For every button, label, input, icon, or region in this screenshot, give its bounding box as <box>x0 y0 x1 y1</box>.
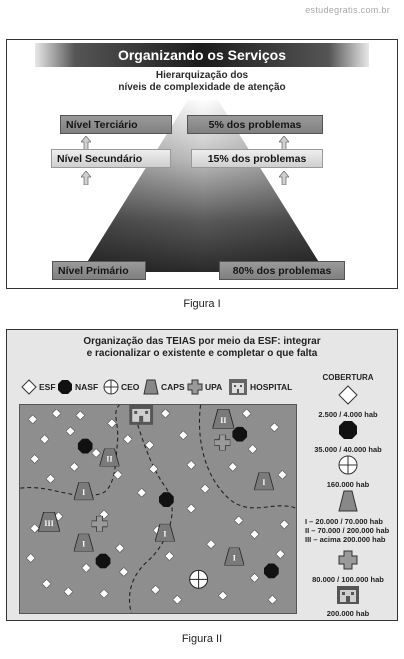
caps-level-text: I <box>82 540 85 549</box>
diamond-icon <box>338 385 358 405</box>
hospital-marker <box>129 405 154 425</box>
figure-1-panel: Organizando os Serviços Hierarquização d… <box>6 39 398 289</box>
coverage-ceo: 160.000 hab <box>303 455 393 489</box>
primary-share-label: 80% dos problemas <box>219 261 345 280</box>
arrow-up-icon <box>81 136 91 150</box>
caps-level-text: I <box>82 488 85 497</box>
hospital-building-icon <box>229 379 247 395</box>
tertiary-level-label: Nível Terciário <box>60 115 172 134</box>
figure-1-banner: Organizando os Serviços <box>35 43 369 67</box>
diamond-icon <box>21 379 37 395</box>
territory-map: II I III I I II I I <box>19 404 297 614</box>
trapezoid-icon <box>338 490 358 512</box>
figure-2-title-line1: Organização das TEIAS por meio da ESF: i… <box>83 336 321 347</box>
coverage-upa-label: 80.000 / 100.000 hab <box>312 575 384 584</box>
tertiary-share-label: 5% dos problemas <box>187 115 323 134</box>
legend-label-upa: UPA <box>205 382 223 392</box>
coverage-caps: I – 20.000 / 70.000 hab II – 70.000 / 20… <box>303 490 393 544</box>
caps-level-text: II <box>106 454 112 463</box>
coverage-hospital: 200.000 hab <box>303 586 393 618</box>
figure-1-subtitle-line2: níveis de complexidade de atenção <box>118 82 286 93</box>
figure-2-caption: Figura II <box>181 633 223 645</box>
figure-1-subtitle-line1: Hierarquização dos <box>155 70 249 81</box>
coverage-esf-label: 2.500 / 4.000 hab <box>318 410 378 419</box>
legend-label-caps: CAPS <box>161 382 185 392</box>
coverage-esf: 2.500 / 4.000 hab <box>303 385 393 419</box>
coverage-upa: 80.000 / 100.000 hab <box>303 550 393 584</box>
boundary-line <box>128 405 173 613</box>
cross-icon <box>338 550 358 570</box>
secondary-share-label: 15% dos problemas <box>191 149 323 168</box>
figure-1-caption: Figura I <box>183 298 221 310</box>
crosshair-circle-icon <box>103 379 119 395</box>
legend-label-esf: ESF <box>39 382 56 392</box>
cross-icon <box>187 379 203 395</box>
caps-level-text: III <box>44 519 53 528</box>
hospital-building-icon <box>337 586 359 604</box>
secondary-level-label: Nível Secundário <box>51 149 171 168</box>
legend-label-hospital: HOSPITAL <box>250 382 293 392</box>
coverage-title: COBERTURA <box>322 373 374 382</box>
octagon-icon <box>339 421 357 439</box>
legend-label-nasf: NASF <box>75 382 99 392</box>
caps-level-text: I <box>262 478 265 487</box>
legend-label-ceo: CEO <box>121 382 140 392</box>
caps-level-text: I <box>233 554 236 563</box>
caps-level-text: II <box>220 416 226 425</box>
crosshair-circle-icon <box>338 455 358 475</box>
figure-2-panel: Organização das TEIAS por meio da ESF: i… <box>6 329 398 621</box>
arrow-up-icon <box>279 136 289 150</box>
primary-level-label: Nível Primário <box>52 261 146 280</box>
esf-markers <box>26 408 289 605</box>
coverage-hospital-label: 200.000 hab <box>326 609 370 618</box>
coverage-caps-2-label: II – 70.000 / 200.000 hab <box>305 526 390 535</box>
boundary-line <box>20 405 120 496</box>
arrow-up-icon <box>81 171 91 185</box>
site-watermark: estudegratis.com.br <box>305 5 390 15</box>
coverage-nasf: 35.000 / 40.000 hab <box>303 420 393 454</box>
coverage-caps-3-label: III – acima 200.000 hab <box>305 535 386 544</box>
ceo-marker <box>189 569 209 589</box>
coverage-caps-1-label: I – 20.000 / 70.000 hab <box>305 517 383 526</box>
coverage-nasf-label: 35.000 / 40.000 hab <box>314 445 382 454</box>
pyramid-graphic <box>81 100 325 272</box>
trapezoid-icon <box>143 379 159 395</box>
boundary-line <box>198 405 296 509</box>
octagon-icon <box>58 380 72 394</box>
arrow-up-icon <box>279 171 289 185</box>
coverage-ceo-label: 160.000 hab <box>326 480 370 489</box>
figure-2-title-line2: e racionalizar o existente e completar o… <box>86 348 318 359</box>
caps-level-text: I <box>163 530 166 539</box>
